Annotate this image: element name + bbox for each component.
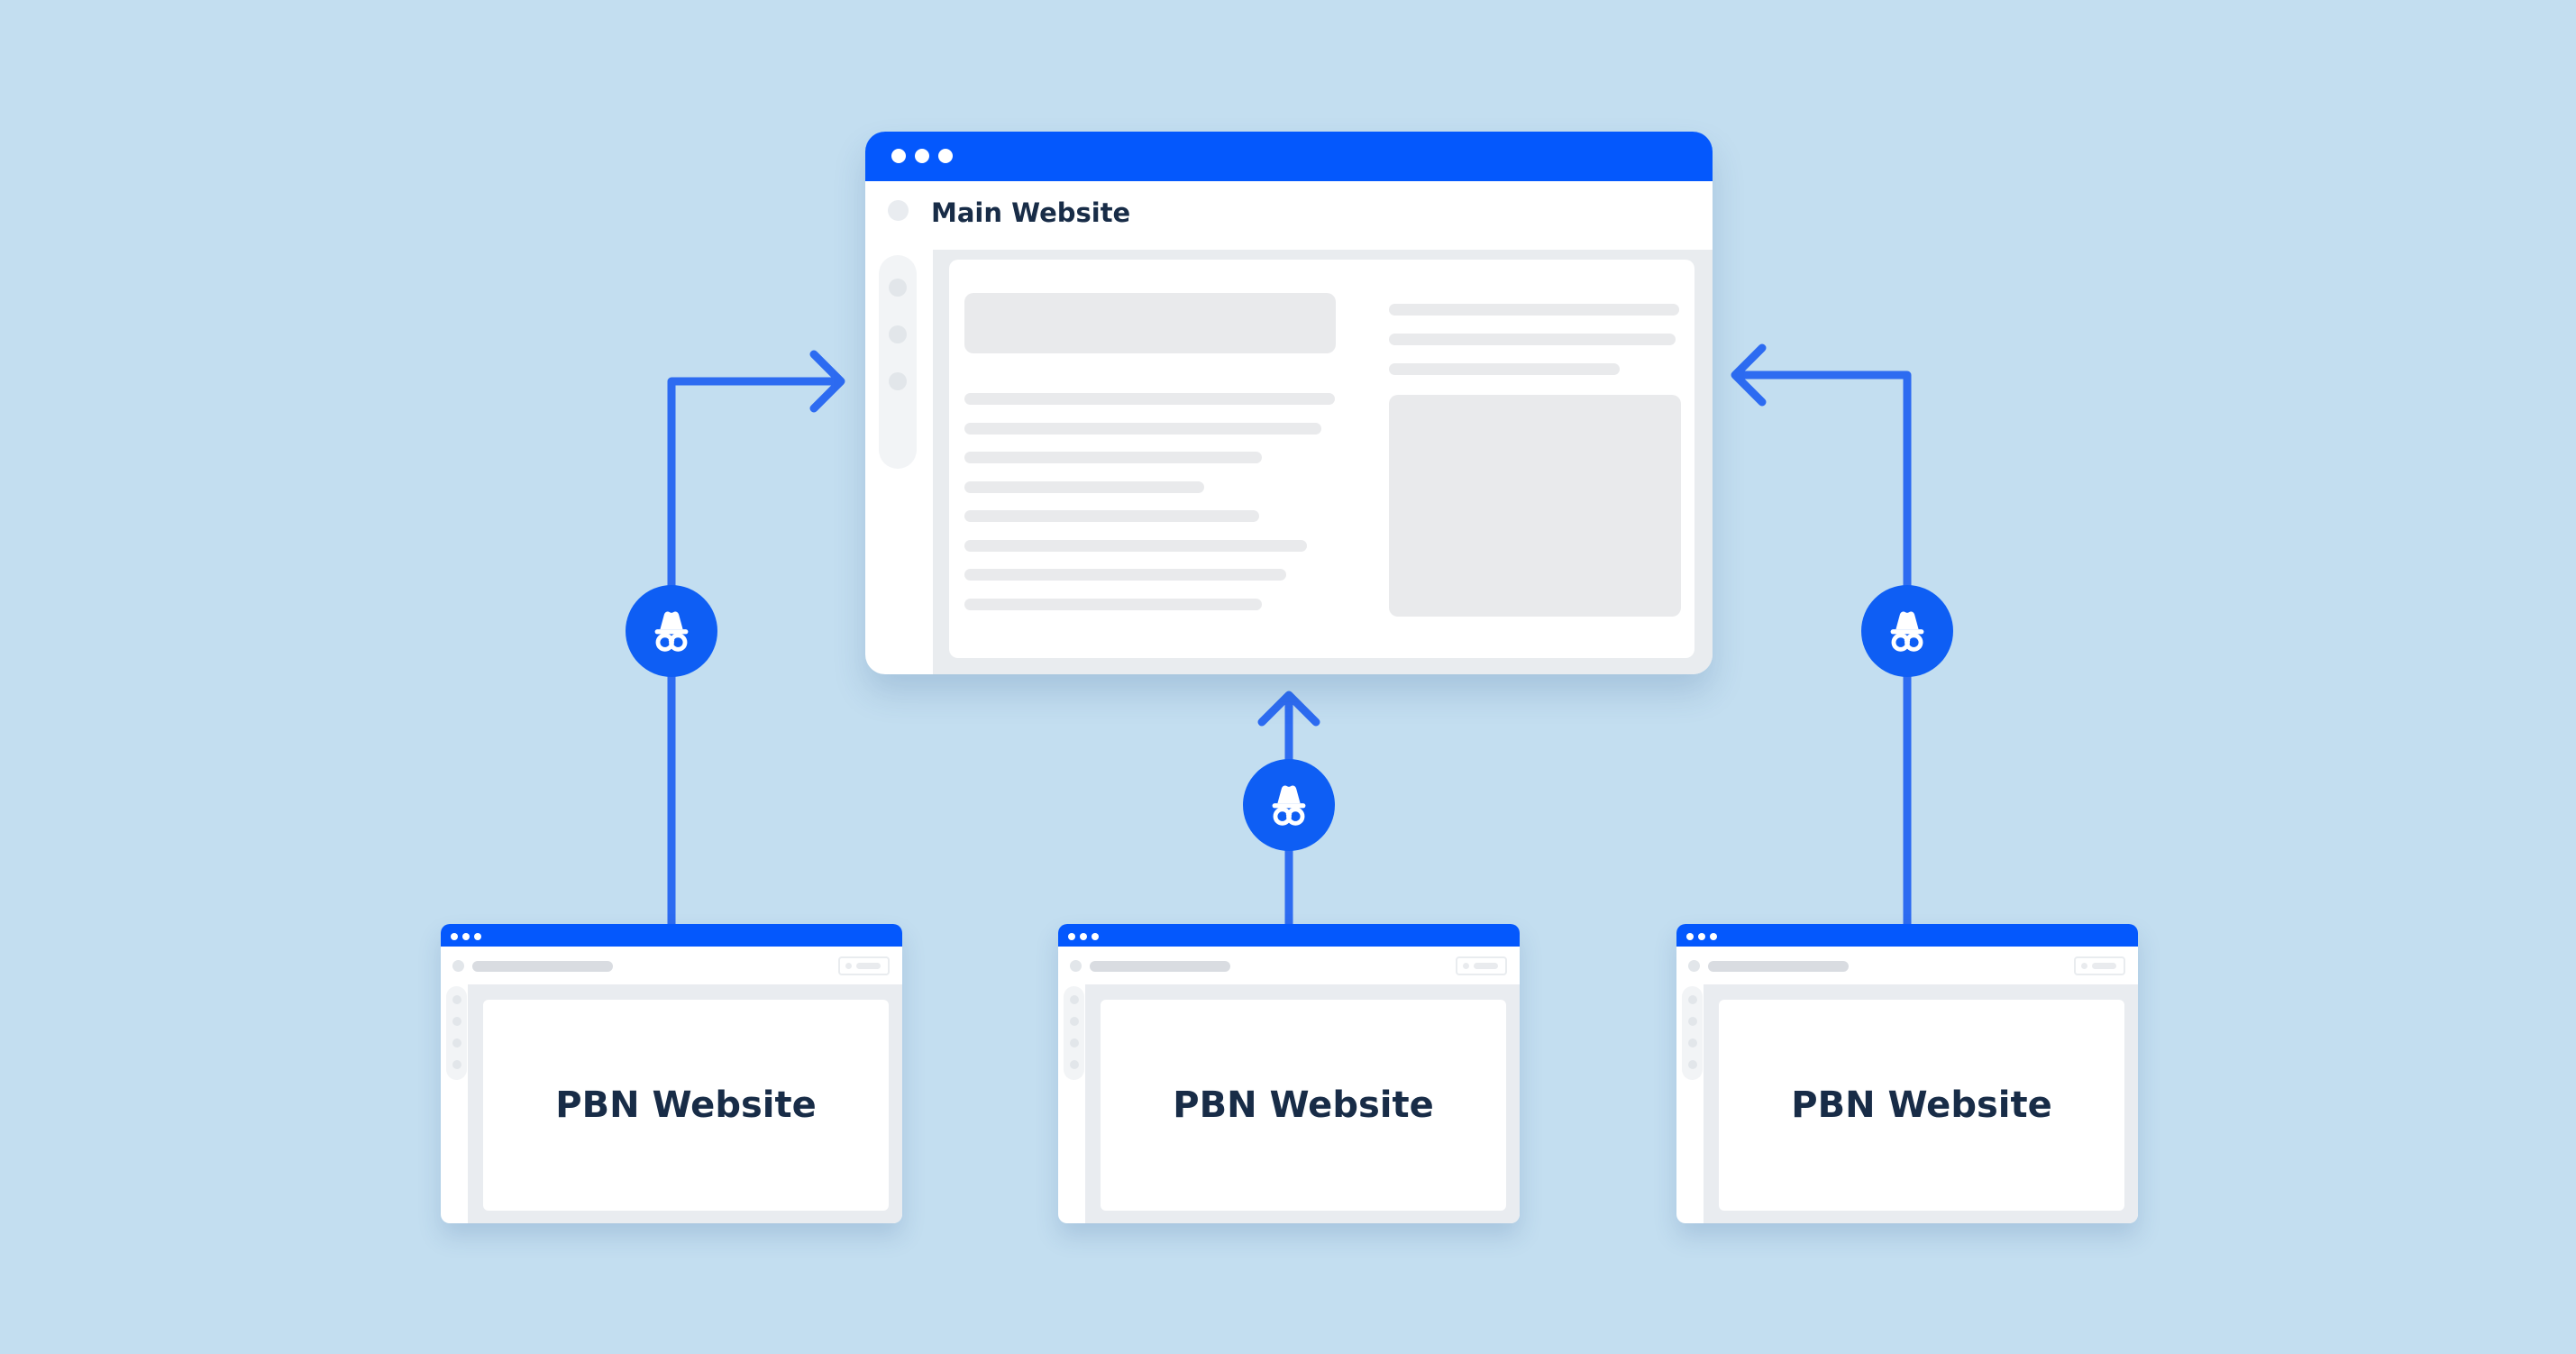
text-line-placeholder xyxy=(964,539,1307,552)
sidebar-nav-dot[interactable] xyxy=(1687,1017,1697,1026)
address-bar-placeholder[interactable] xyxy=(1090,961,1230,972)
article-header-placeholder xyxy=(964,293,1336,353)
button-icon-placeholder xyxy=(2081,963,2087,969)
window-control-dot[interactable] xyxy=(1080,933,1087,940)
text-line-placeholder xyxy=(1389,363,1620,375)
pbn-page-card: PBN Website xyxy=(1101,1000,1506,1211)
window-control-dot[interactable] xyxy=(1710,933,1717,940)
sidebar-nav-dot[interactable] xyxy=(452,1017,461,1026)
button-icon-placeholder xyxy=(1463,963,1469,969)
main-website-window: Main Website xyxy=(865,132,1713,674)
incognito-icon xyxy=(1890,611,1924,652)
sidebar-nav-dot[interactable] xyxy=(1069,1017,1079,1026)
incognito-badge-left xyxy=(626,585,717,677)
link-arrow-left-head xyxy=(809,350,845,413)
browser-action-button[interactable] xyxy=(2074,956,2125,975)
pbn-window-1: PBN Website xyxy=(441,924,902,1223)
main-website-title: Main Website xyxy=(931,197,1131,228)
browser-action-button[interactable] xyxy=(838,956,890,975)
window-control-dots[interactable] xyxy=(891,149,953,163)
text-line-placeholder xyxy=(964,452,1262,463)
incognito-icon xyxy=(1272,785,1306,826)
window-control-dot[interactable] xyxy=(474,933,481,940)
article-text-placeholder xyxy=(964,393,1336,610)
sidebar-nav-dot[interactable] xyxy=(452,1038,461,1048)
window-control-dot[interactable] xyxy=(451,933,458,940)
text-line-placeholder xyxy=(964,569,1286,581)
window-control-dot[interactable] xyxy=(1068,933,1075,940)
text-line-placeholder xyxy=(964,393,1335,405)
article-image-placeholder xyxy=(1389,395,1681,617)
article-right-column xyxy=(1389,304,1681,617)
sidebar-nav-dot[interactable] xyxy=(889,325,907,343)
sidebar-nav-dot[interactable] xyxy=(1069,1060,1079,1069)
favicon-placeholder xyxy=(1070,960,1082,972)
sidebar-nav-dot[interactable] xyxy=(1687,1060,1697,1069)
window-control-dot[interactable] xyxy=(1092,933,1099,940)
text-line-placeholder xyxy=(964,510,1259,522)
window-control-dot[interactable] xyxy=(938,149,953,163)
window-control-dot[interactable] xyxy=(1698,933,1705,940)
incognito-badge-right xyxy=(1861,585,1953,677)
main-window-titlebar xyxy=(865,132,1713,181)
sidebar-nav-dot[interactable] xyxy=(889,372,907,390)
main-content-panel xyxy=(933,250,1713,674)
incognito-icon xyxy=(654,611,689,652)
pbn-sidebar-nav[interactable] xyxy=(1064,986,1084,1080)
browser-action-button[interactable] xyxy=(1456,956,1507,975)
sidebar-nav-dot[interactable] xyxy=(1069,995,1079,1004)
sidebar-nav-dot[interactable] xyxy=(1687,995,1697,1004)
pbn-window-titlebar xyxy=(1058,924,1520,947)
link-arrow-right-head xyxy=(1731,343,1767,407)
pbn-window-2: PBN Website xyxy=(1058,924,1520,1223)
address-bar-placeholder[interactable] xyxy=(1708,961,1849,972)
pbn-website-label: PBN Website xyxy=(1173,1084,1434,1126)
sidebar-text-placeholder xyxy=(1389,304,1681,375)
pbn-content-panel: PBN Website xyxy=(1085,984,1520,1223)
incognito-badge-middle xyxy=(1243,759,1335,851)
button-icon-placeholder xyxy=(845,963,852,969)
pbn-window-titlebar xyxy=(441,924,902,947)
sidebar-nav-dot[interactable] xyxy=(452,995,461,1004)
pbn-content-panel: PBN Website xyxy=(1704,984,2138,1223)
favicon-placeholder xyxy=(452,960,464,972)
button-label-placeholder xyxy=(856,963,881,969)
pbn-website-label: PBN Website xyxy=(1791,1084,2052,1126)
article-left-column xyxy=(964,293,1336,627)
favicon-placeholder xyxy=(1688,960,1700,972)
button-label-placeholder xyxy=(1474,963,1498,969)
main-article-card xyxy=(949,260,1694,658)
window-control-dots[interactable] xyxy=(1686,933,1717,940)
window-control-dot[interactable] xyxy=(462,933,470,940)
sidebar-nav-dot[interactable] xyxy=(1687,1038,1697,1048)
text-line-placeholder xyxy=(1389,334,1676,345)
address-bar-placeholder[interactable] xyxy=(472,961,613,972)
link-arrow-middle-head xyxy=(1257,691,1320,727)
pbn-window-3: PBN Website xyxy=(1676,924,2138,1223)
window-control-dots[interactable] xyxy=(1068,933,1099,940)
text-line-placeholder xyxy=(964,422,1321,435)
favicon-placeholder xyxy=(888,200,909,221)
pbn-website-label: PBN Website xyxy=(555,1084,817,1126)
window-control-dot[interactable] xyxy=(915,149,929,163)
sidebar-nav-dot[interactable] xyxy=(1069,1038,1079,1048)
main-sidebar-nav[interactable] xyxy=(879,255,917,469)
pbn-page-card: PBN Website xyxy=(1719,1000,2124,1211)
pbn-page-card: PBN Website xyxy=(483,1000,889,1211)
sidebar-nav-dot[interactable] xyxy=(452,1060,461,1069)
text-line-placeholder xyxy=(1389,304,1679,316)
text-line-placeholder xyxy=(964,598,1262,610)
pbn-sidebar-nav[interactable] xyxy=(1682,986,1703,1080)
button-label-placeholder xyxy=(2092,963,2116,969)
window-control-dot[interactable] xyxy=(1686,933,1694,940)
window-control-dots[interactable] xyxy=(451,933,481,940)
pbn-window-titlebar xyxy=(1676,924,2138,947)
pbn-content-panel: PBN Website xyxy=(468,984,902,1223)
window-control-dot[interactable] xyxy=(891,149,906,163)
pbn-sidebar-nav[interactable] xyxy=(446,986,467,1080)
sidebar-nav-dot[interactable] xyxy=(889,279,907,297)
text-line-placeholder xyxy=(964,480,1204,493)
